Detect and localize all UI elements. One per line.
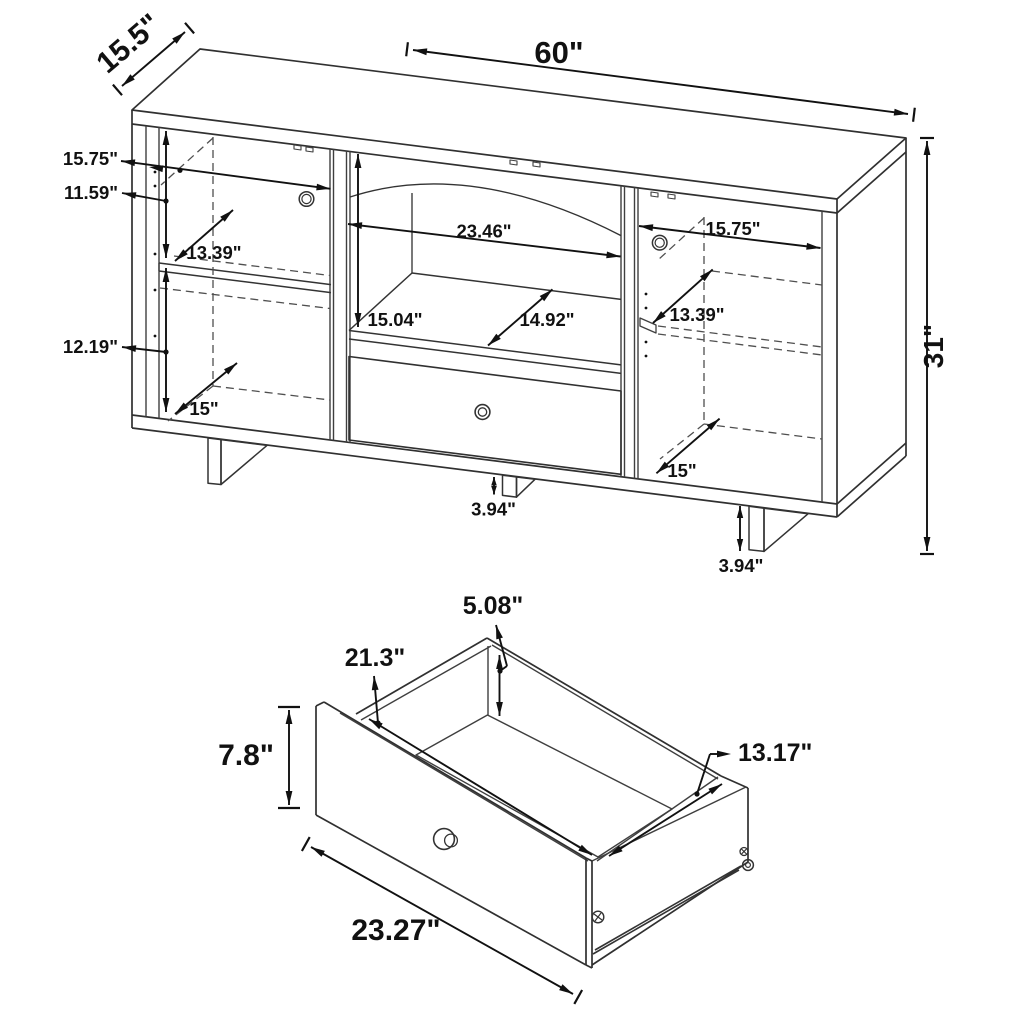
svg-text:13.39": 13.39" [669,304,724,325]
svg-text:14.92": 14.92" [519,309,574,330]
svg-text:15.75": 15.75" [63,148,118,169]
svg-text:60": 60" [534,35,583,70]
svg-text:31": 31" [918,324,949,368]
svg-text:21.3": 21.3" [345,644,406,672]
svg-text:15": 15" [667,460,696,481]
svg-text:5.08": 5.08" [463,592,524,620]
svg-text:15.04": 15.04" [368,309,423,330]
svg-text:12.19": 12.19" [63,336,118,357]
svg-text:23.46": 23.46" [456,221,511,242]
svg-text:11.59": 11.59" [64,182,118,203]
svg-text:3.94": 3.94" [471,499,516,520]
svg-text:15.75": 15.75" [705,218,760,239]
svg-text:13.17": 13.17" [738,739,812,767]
svg-text:23.27": 23.27" [351,914,440,947]
svg-text:15": 15" [189,398,218,419]
svg-text:13.39": 13.39" [186,242,241,263]
svg-text:7.8": 7.8" [218,739,274,772]
svg-text:3.94": 3.94" [719,555,764,576]
